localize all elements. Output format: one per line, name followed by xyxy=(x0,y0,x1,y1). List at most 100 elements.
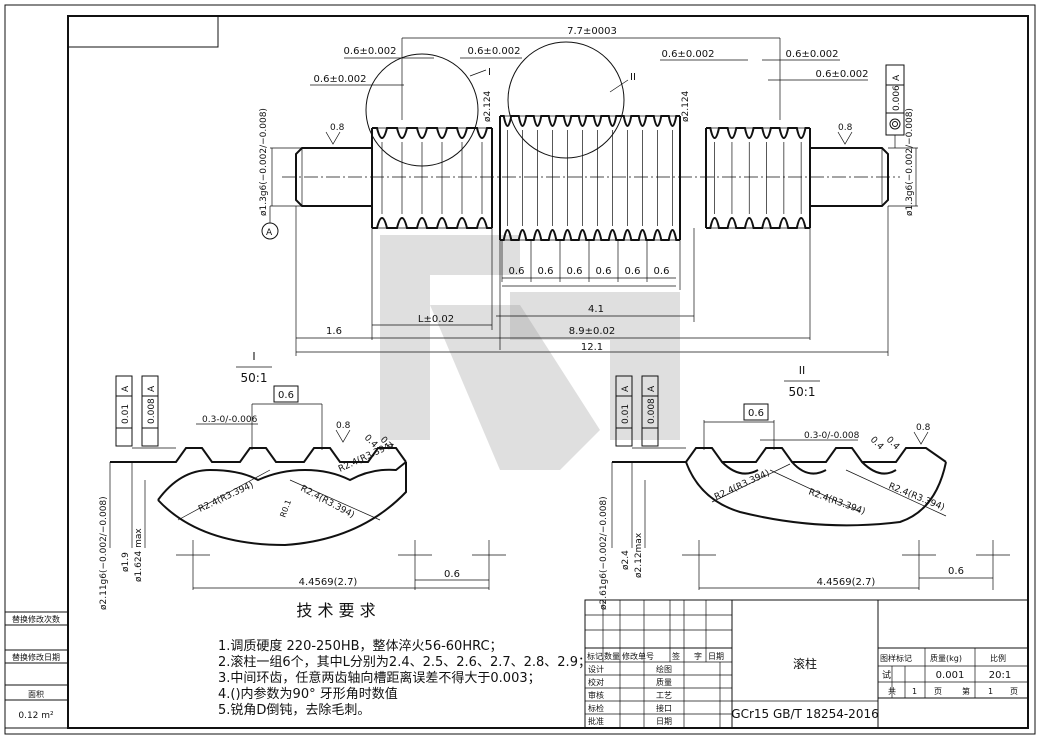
detail-II-step: 0.6 xyxy=(948,566,964,577)
svg-text:日期: 日期 xyxy=(708,652,724,661)
requirements-title: 技 术 要 求 xyxy=(296,601,375,620)
svg-text:A: A xyxy=(121,385,131,392)
corner-box xyxy=(67,15,219,48)
detail-II-title: II xyxy=(799,364,806,377)
detail-I-span: 4.4569(2.7) xyxy=(299,577,358,588)
svg-text:接口: 接口 xyxy=(656,703,672,713)
svg-text:0.4: 0.4 xyxy=(868,435,885,452)
detail-I-rough: 0.8 xyxy=(336,421,351,431)
rough-left: 0.8 xyxy=(330,123,345,133)
tb-scale-label: 比例 xyxy=(990,653,1006,663)
dim-len-8-9: 8.9±0.02 xyxy=(569,326,616,337)
title-block: 标记 数量 修改单号 签 字 日期 设计 绘图 校对 质量 审核 工艺 标检 接… xyxy=(584,599,1029,729)
dim-pitch-2: 0.6±0.002 xyxy=(468,46,521,57)
dim-pitch-6: 0.6±0.002 xyxy=(816,69,869,80)
revision-date-label: 替换修改日期 xyxy=(12,652,60,662)
svg-text:页: 页 xyxy=(1010,687,1018,696)
requirement-3: 3.中间环齿，任意两齿轴向槽距离误差不得大于0.003； xyxy=(218,670,541,686)
detail-I: I 50:1 0.01 A 0.008 A ø2.11g6(−0.002/−0.… xyxy=(99,350,506,610)
dim-len-4-1: 4.1 xyxy=(588,304,604,315)
tb-trial: 试 xyxy=(882,669,891,681)
thread-profile xyxy=(706,217,810,229)
runout-datum: A xyxy=(892,74,902,81)
tb-header-mark: 标记 xyxy=(587,651,603,661)
requirement-1: 1.调质硬度 220-250HB，整体淬火56-60HRC； xyxy=(218,638,503,654)
detail-II-r2: R2.4(R3.394) xyxy=(807,487,866,517)
detail-I-dia-2: ø1.9 xyxy=(121,552,131,572)
detail-I-title: I xyxy=(252,350,255,363)
technical-requirements: 技 术 要 求 1.调质硬度 220-250HB，整体淬火56-60HRC； 2… xyxy=(218,601,591,718)
requirement-5: 5.锐角D倒钝，去除毛刺。 xyxy=(218,703,370,718)
svg-text:批准: 批准 xyxy=(588,716,604,726)
dim-pitch-3: 0.6±0.002 xyxy=(314,74,367,85)
detail-I-r1: R2.4(R3.394) xyxy=(197,480,255,514)
svg-text:审核: 审核 xyxy=(588,690,604,700)
dim-groove-width: 0.6 xyxy=(654,266,670,277)
detail-II-depth: 0.3-0/-0.008 xyxy=(804,431,860,441)
svg-text:绘图: 绘图 xyxy=(656,664,672,674)
tb-mass-value: 0.001 xyxy=(936,670,965,681)
detail-circle-II xyxy=(507,41,625,159)
part-name: 滚柱 xyxy=(793,656,817,671)
datum-A: A xyxy=(266,228,273,238)
dim-shaft-right: ø1.3g6(−0.002/−0.008) xyxy=(905,108,915,216)
svg-text:页: 页 xyxy=(934,687,942,696)
svg-text:标检: 标检 xyxy=(588,703,604,713)
area-value: 0.12 m² xyxy=(18,711,54,721)
detail-II-dia-2: ø2.4 xyxy=(621,550,631,570)
frame-border xyxy=(67,15,1029,729)
detail-I-depth: 0.3-0/-0.006 xyxy=(202,415,258,425)
svg-text:第: 第 xyxy=(962,686,970,696)
svg-text:A: A xyxy=(647,385,657,392)
tb-drawing-mark: 图样标记 xyxy=(880,653,912,663)
svg-text:设计: 设计 xyxy=(588,664,604,674)
detail-II-span: 4.4569(2.7) xyxy=(817,577,876,588)
detail-I-dia-1: ø2.11g6(−0.002/−0.008) xyxy=(99,496,109,610)
detail-I-pitch: 0.6 xyxy=(278,390,294,401)
dim-groove-width: 0.6 xyxy=(567,266,583,277)
dim-groove-width: 0.6 xyxy=(596,266,612,277)
thread-profile xyxy=(500,229,680,241)
label-I: I xyxy=(488,67,491,78)
detail-I-step: 0.6 xyxy=(444,569,460,580)
detail-I-dia-3: ø1.624 max xyxy=(134,528,144,582)
detail-II-rough: 0.8 xyxy=(916,423,931,433)
thread-profile xyxy=(372,127,492,139)
main-view: I II 7.7±0003 0.6±0.002 0.6±0.002 0.6±0.… xyxy=(259,26,918,356)
detail-II-dia-3: ø2.12max xyxy=(634,532,644,578)
detail-I-scale: 50:1 xyxy=(241,371,268,385)
svg-text:字: 字 xyxy=(694,651,702,661)
svg-text:A: A xyxy=(147,385,157,392)
side-boxes: 替换修改次数 替换修改日期 面积 0.12 m² xyxy=(5,611,68,729)
dim-dia-right: ø2.124 xyxy=(681,90,691,122)
outer-border xyxy=(4,4,1036,735)
detail-circle-I xyxy=(365,53,479,167)
dim-shaft-left: ø1.3g6(−0.002/−0.008) xyxy=(259,108,269,216)
svg-text:日期: 日期 xyxy=(656,717,672,726)
label-II: II xyxy=(630,72,636,83)
svg-text:修改单号: 修改单号 xyxy=(622,651,654,661)
dim-groove-width: 0.6 xyxy=(625,266,641,277)
material: GCr15 GB/T 18254-2016 xyxy=(731,707,878,721)
detail-I-r2: R2.4(R3.394) xyxy=(299,484,356,521)
detail-II-tol-2: 0.008 xyxy=(647,398,657,424)
svg-text:质量: 质量 xyxy=(656,677,672,687)
thread-profile xyxy=(500,115,680,127)
thread-profile xyxy=(706,127,810,139)
dim-groove-width: 0.6 xyxy=(538,266,554,277)
svg-text:校对: 校对 xyxy=(588,677,604,687)
tb-mass-label: 质量(kg) xyxy=(930,653,962,663)
svg-text:签: 签 xyxy=(672,651,680,661)
svg-text:0.4: 0.4 xyxy=(884,435,901,452)
dim-pitch-4: 0.6±0.002 xyxy=(662,49,715,60)
dim-top-length: 7.7±0003 xyxy=(567,26,617,37)
detail-I-tol-2: 0.008 xyxy=(147,398,157,424)
svg-text:1: 1 xyxy=(988,687,993,696)
detail-II-pitch: 0.6 xyxy=(748,408,764,419)
tb-scale-value: 20:1 xyxy=(989,670,1011,681)
requirement-2: 2.滚柱一组6个，其中L分别为2.4、2.5、2.6、2.7、2.8、2.9； xyxy=(218,654,591,670)
dim-len-12-1: 12.1 xyxy=(581,342,603,353)
detail-I-tol-1: 0.01 xyxy=(121,404,131,424)
dim-len-1-6: 1.6 xyxy=(326,326,342,337)
